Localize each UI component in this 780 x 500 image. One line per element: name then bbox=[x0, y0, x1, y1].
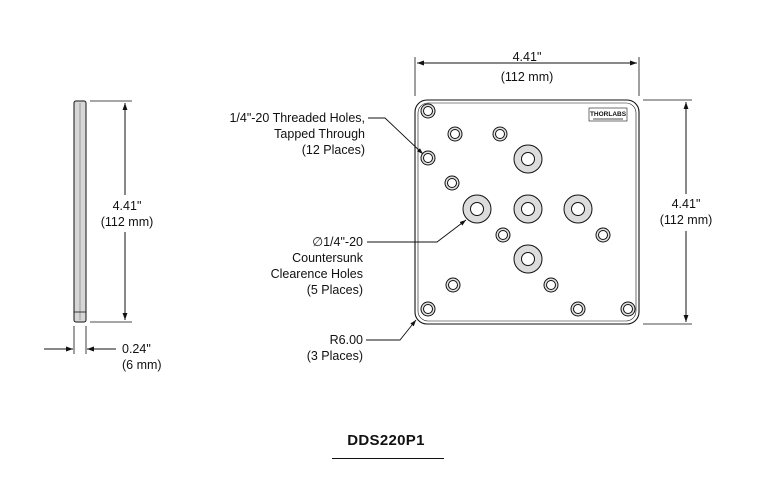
countersunk-hole bbox=[563, 194, 593, 224]
threaded-hole bbox=[595, 227, 611, 243]
threaded-hole bbox=[495, 227, 511, 243]
countersunk-callout-line2: Countersunk bbox=[292, 251, 364, 265]
countersunk-callout-line1: ∅1/4"-20 bbox=[312, 235, 363, 249]
countersunk-callout-line3: Clearence Holes bbox=[271, 267, 363, 281]
countersunk-hole bbox=[513, 144, 543, 174]
thorlabs-logo: THORLABS bbox=[588, 107, 628, 122]
threaded-callout-line2: Tapped Through bbox=[274, 127, 365, 141]
threaded-holes bbox=[420, 103, 636, 317]
countersunk-callout-line4: (5 Places) bbox=[307, 283, 363, 297]
threaded-hole bbox=[543, 277, 559, 293]
threaded-callout-line1: 1/4"-20 Threaded Holes, bbox=[229, 111, 365, 125]
side-height-mm-label: (112 mm) bbox=[101, 215, 154, 229]
plate-inner-edge bbox=[417, 102, 637, 322]
threaded-hole bbox=[620, 301, 636, 317]
part-number-title: DDS220P1 bbox=[347, 432, 425, 449]
radius-callout-line1: R6.00 bbox=[330, 333, 363, 347]
side-height-inches-label: 4.41" bbox=[113, 199, 142, 213]
logo-text: THORLABS bbox=[590, 111, 627, 118]
thickness-mm-label: (6 mm) bbox=[122, 358, 162, 372]
threaded-hole bbox=[492, 126, 508, 142]
height-inches-label: 4.41" bbox=[672, 197, 701, 211]
threaded-hole bbox=[444, 175, 460, 191]
countersunk-hole bbox=[462, 194, 492, 224]
width-inches-label: 4.41" bbox=[513, 50, 542, 64]
thickness-inches-label: 0.24" bbox=[122, 342, 151, 356]
countersunk-hole bbox=[513, 194, 543, 224]
threaded-hole bbox=[420, 103, 436, 119]
threaded-callout-line3: (12 Places) bbox=[302, 143, 365, 157]
width-mm-label: (112 mm) bbox=[501, 70, 554, 84]
threaded-hole bbox=[445, 277, 461, 293]
threaded-hole bbox=[447, 126, 463, 142]
radius-callout-line2: (3 Places) bbox=[307, 349, 363, 363]
height-mm-label: (112 mm) bbox=[660, 213, 713, 227]
part-number-underline bbox=[332, 458, 444, 459]
threaded-holes-callout: 1/4"-20 Threaded Holes, Tapped Through (… bbox=[229, 111, 424, 157]
top-view: THORLABS 4.4 bbox=[414, 50, 713, 325]
countersunk-holes-callout: ∅1/4"-20 Countersunk Clearence Holes (5 … bbox=[271, 219, 467, 297]
radius-callout-leader bbox=[366, 319, 417, 341]
countersunk-callout-leader bbox=[367, 219, 467, 243]
threaded-callout-leader bbox=[368, 117, 424, 155]
radius-callout: R6.00 (3 Places) bbox=[307, 319, 417, 363]
threaded-hole bbox=[570, 301, 586, 317]
countersunk-holes bbox=[462, 144, 593, 274]
side-view: 4.41" (112 mm) 0.24" (6 mm) bbox=[44, 100, 162, 372]
threaded-hole bbox=[420, 150, 436, 166]
threaded-hole bbox=[420, 301, 436, 317]
countersunk-hole bbox=[513, 244, 543, 274]
